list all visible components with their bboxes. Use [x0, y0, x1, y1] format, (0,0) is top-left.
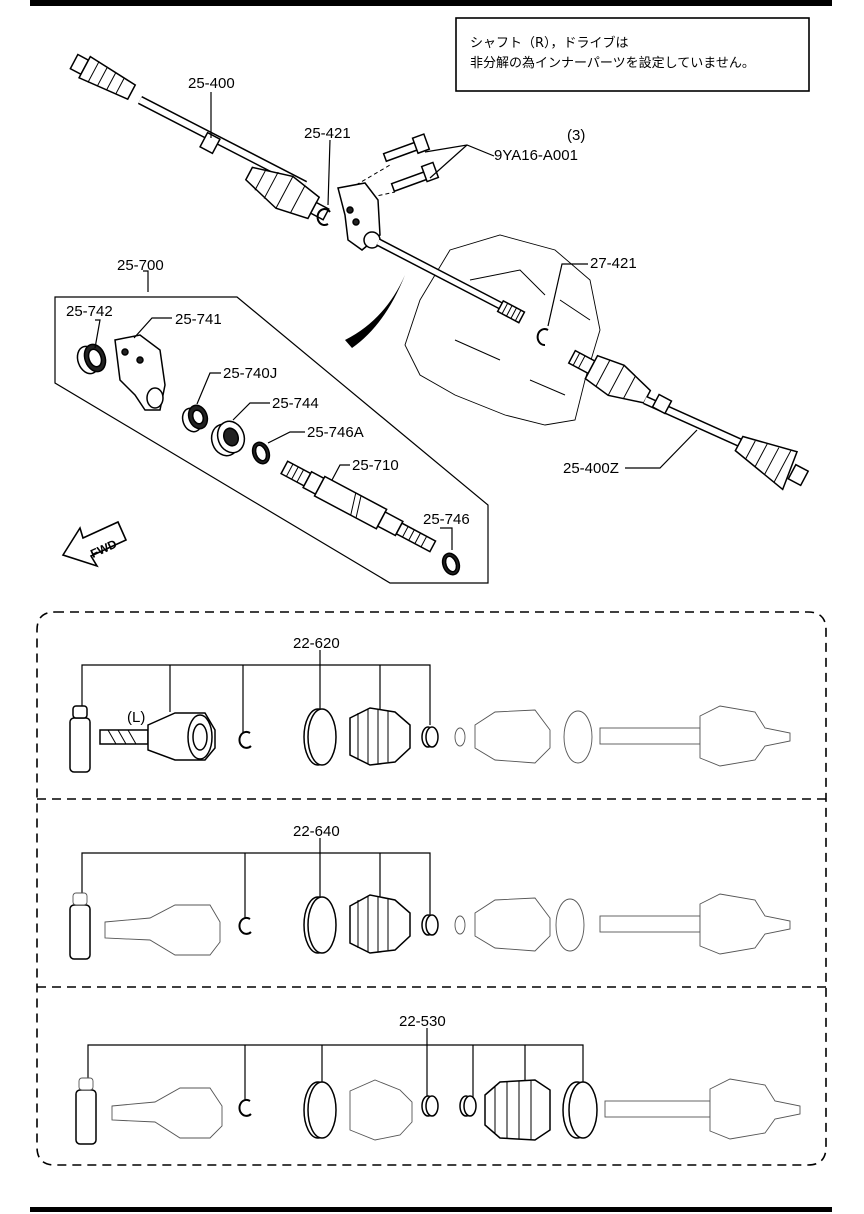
note-line-1: シャフト（R），ドライブは [470, 35, 629, 51]
label-22-530: 22-530 [399, 1013, 446, 1030]
kit-row-22-530 [75, 1028, 801, 1145]
clip-25-421 [316, 208, 331, 227]
bearing-assembly-parts [76, 334, 461, 576]
label-27-421: 27-421 [590, 255, 637, 272]
kit-row-22-640 [69, 838, 791, 960]
label-25-740j: 25-740J [223, 365, 277, 382]
intermediate-shaft [337, 182, 526, 324]
label-25-746a: 25-746A [307, 424, 364, 441]
note-box: シャフト（R），ドライブは 非分解の為インナーパーツを設定していません。 [455, 17, 810, 92]
kit-row-22-620 [69, 650, 791, 773]
label-22-640: 22-640 [293, 823, 340, 840]
note-line-2: 非分解の為インナーパーツを設定していません。 [470, 55, 755, 71]
fwd-arrow-icon: FWD [61, 520, 128, 568]
pointer-sweep [345, 275, 405, 348]
left-drive-shaft [69, 53, 330, 221]
label-25-421: 25-421 [304, 125, 351, 142]
label-25-400: 25-400 [188, 75, 235, 92]
bolts-9ya16 [355, 133, 440, 201]
label-25-742: 25-742 [66, 303, 113, 320]
label-25-710: 25-710 [352, 457, 399, 474]
label-9ya16-a001: 9YA16-A001 [494, 147, 578, 164]
bottom-border [30, 1207, 832, 1212]
label-25-746: 25-746 [423, 511, 470, 528]
upper-leaders [94, 92, 698, 550]
label-25-744: 25-744 [272, 395, 319, 412]
right-drive-shaft [567, 349, 810, 491]
label-25-741: 25-741 [175, 311, 222, 328]
clip-27-421 [536, 328, 549, 346]
kit-panel-border [36, 611, 827, 1166]
label-9ya16-qty: (3) [567, 127, 585, 144]
top-border [30, 0, 832, 6]
exploded-box-25-700 [54, 296, 489, 584]
label-25-700: 25-700 [117, 257, 164, 274]
label-side-l: (L) [127, 709, 145, 726]
label-25-400z: 25-400Z [563, 460, 619, 477]
label-22-620: 22-620 [293, 635, 340, 652]
